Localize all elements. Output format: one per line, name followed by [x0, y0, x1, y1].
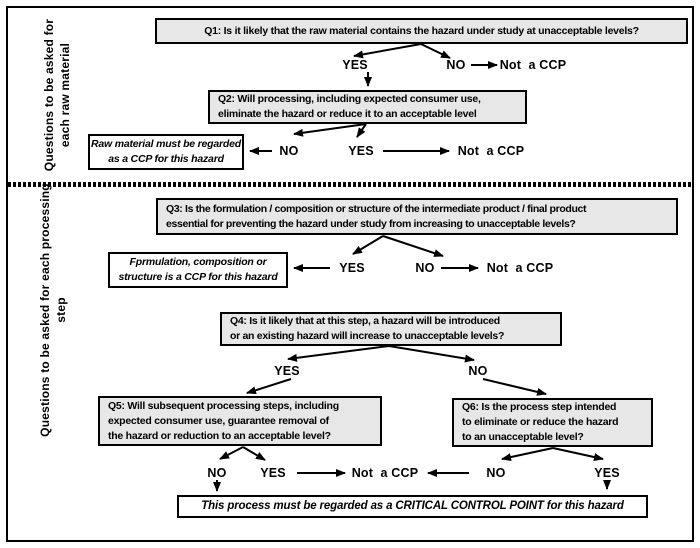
q5-box: Q5: Will subsequent processing steps, in…	[98, 396, 382, 446]
q6-no-label: NO	[486, 466, 506, 480]
q6-yes-label: YES	[594, 466, 620, 480]
q4-yes-label: YES	[274, 364, 300, 378]
q1-box: Q1: Is it likely that the raw material c…	[155, 18, 688, 44]
q5-yes-label: YES	[260, 466, 286, 480]
side-label-line: Questions to be asked for	[42, 18, 56, 172]
q6-text-line: to an unacceptable level?	[462, 431, 584, 443]
q4-box: Q4: Is it likely that at this step, a ha…	[220, 312, 562, 346]
q1-no-label: NO	[446, 58, 466, 72]
raw-material-ccp-line: Raw material must be regarded	[90, 138, 241, 150]
q3-box: Q3: Is the formulation / composition or …	[156, 198, 678, 235]
formulation-ccp-box: Fprmulation, composition or structure is…	[108, 252, 288, 288]
q3-text-line: Q3: Is the formulation / composition or …	[166, 202, 587, 215]
q6-text-line: Q6: Is the process step intended	[462, 401, 617, 413]
raw-material-arrows	[249, 43, 498, 155]
formulation-ccp-line: Fprmulation, composition or	[129, 256, 267, 268]
side-label-processing-step: Questions to be asked for each processin…	[38, 183, 68, 437]
q3-text-line: essential for preventing the hazard unde…	[166, 217, 576, 230]
q2-box: Q2: Will processing, including expected …	[208, 90, 527, 124]
q4-no-label: NO	[468, 364, 488, 378]
raw-material-ccp-line: as a CCP for this hazard	[108, 153, 224, 165]
side-label-line: each raw material	[58, 42, 72, 148]
processing-step-arrows	[213, 235, 611, 492]
q3-not-a-ccp-label: Not a CCP	[486, 261, 554, 275]
q5-text-line: expected consumer use, guarantee removal…	[108, 414, 329, 427]
q2-text-line: eliminate the hazard or reduce it to an …	[218, 108, 477, 120]
q5-no-label: NO	[207, 466, 227, 480]
q2-no-label: NO	[279, 144, 299, 158]
formulation-ccp-line: structure is a CCP for this hazard	[118, 271, 278, 283]
side-label-raw-material: Questions to be asked for each raw mater…	[41, 15, 73, 175]
q2-not-a-ccp-label: Not a CCP	[457, 144, 525, 158]
q3-yes-label: YES	[339, 261, 365, 275]
q3-no-label: NO	[415, 261, 435, 275]
q5-text-line: the hazard or reduction to an acceptable…	[108, 429, 331, 442]
q4-text-line: or an existing hazard will increase to u…	[230, 330, 505, 342]
q1-text: Q1: Is it likely that the raw material c…	[204, 24, 639, 37]
critical-control-point-box: This process must be regarded as a CRITI…	[177, 495, 648, 518]
q6-text-line: to eliminate or reduce the hazard	[462, 416, 619, 428]
q5-text-line: Q5: Will subsequent processing steps, in…	[108, 399, 339, 412]
section-divider	[8, 182, 692, 187]
diagram-frame	[6, 6, 694, 542]
q4-text-line: Q4: Is it likely that at this step, a ha…	[230, 315, 500, 327]
raw-material-ccp-box: Raw material must be regarded as a CCP f…	[88, 134, 244, 170]
q1-not-a-ccp-label: Not a CCP	[499, 58, 567, 72]
q6-box: Q6: Is the process step intended to elim…	[452, 398, 653, 447]
q1-yes-label: YES	[342, 58, 368, 72]
q2-text-line: Q2: Will processing, including expected …	[218, 93, 481, 105]
mid-not-a-ccp-label: Not a CCP	[351, 466, 419, 480]
q2-yes-label: YES	[348, 144, 374, 158]
